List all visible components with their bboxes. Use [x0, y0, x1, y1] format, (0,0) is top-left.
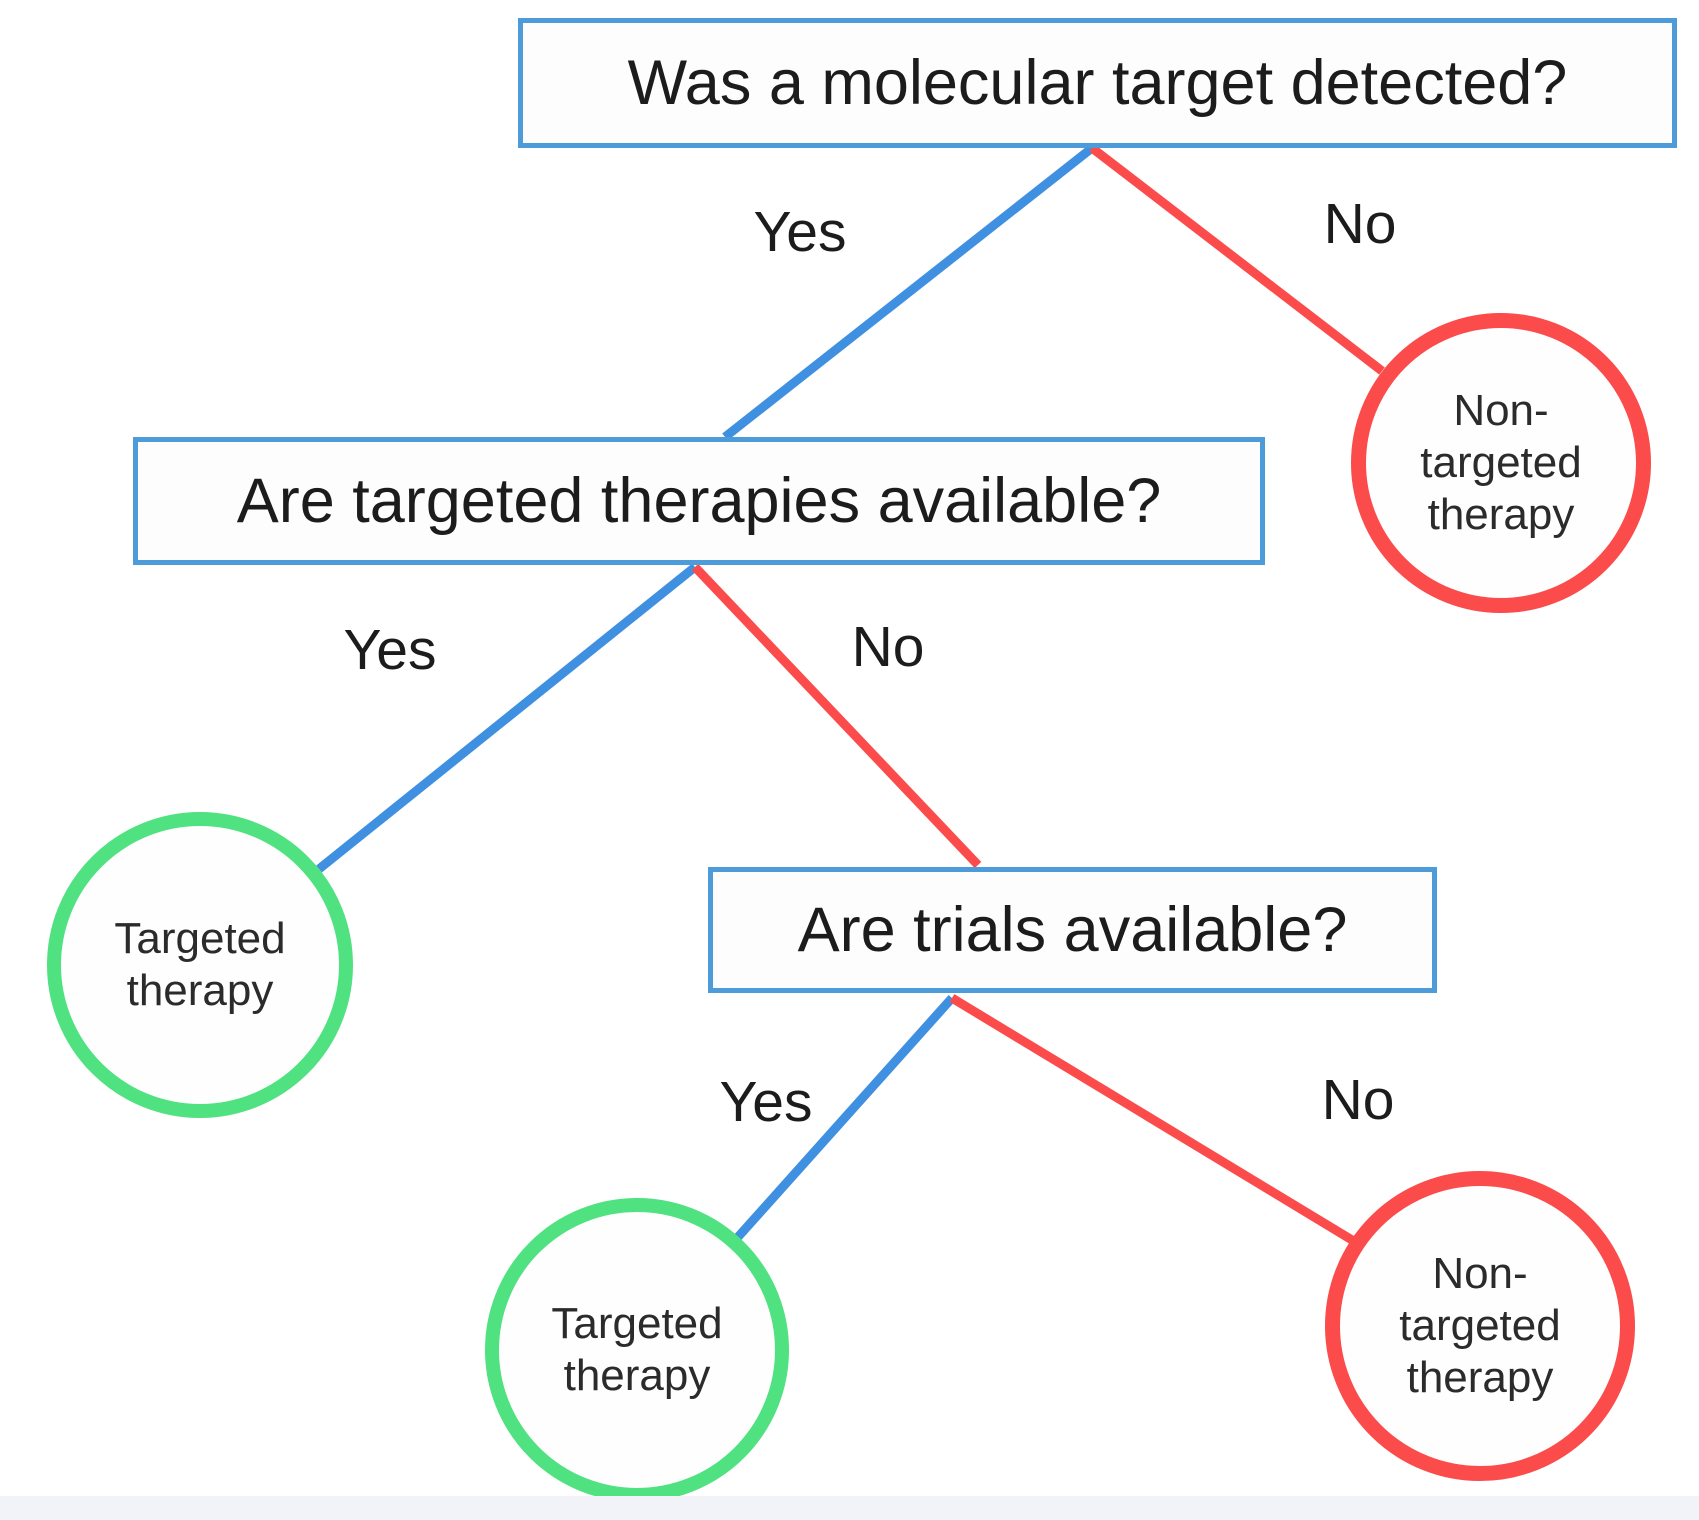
outcome-circle-targeted-therapy: Targeted therapy — [485, 1198, 789, 1502]
edge-label-q3-yes: Yes — [719, 1070, 813, 1134]
question-box-molecular-target: Was a molecular target detected? — [518, 18, 1677, 148]
edge-label-q2-no: No — [851, 615, 925, 679]
outcome-text-line: Targeted — [551, 1299, 723, 1348]
edge-label-q3-no: No — [1321, 1068, 1395, 1132]
outcome-text-line: targeted — [1399, 1301, 1561, 1350]
bottom-page-strip — [0, 1496, 1699, 1520]
question-text: Was a molecular target detected? — [627, 48, 1568, 118]
q2-yes-line — [316, 563, 698, 873]
outcome-text-line: therapy — [563, 1351, 711, 1400]
question-box-targeted-therapies: Are targeted therapies available? — [133, 437, 1265, 565]
outcome-circle-targeted-therapy: Targeted therapy — [47, 812, 353, 1118]
outcome-text-line: targeted — [1420, 438, 1582, 487]
outcome-circle-non-targeted-therapy: Non- targeted therapy — [1325, 1171, 1635, 1481]
outcome-text-line: Non- — [1453, 386, 1549, 435]
question-text: Are targeted therapies available? — [236, 466, 1162, 536]
outcome-text-line: Non- — [1432, 1249, 1528, 1298]
outcome-circle-non-targeted-therapy: Non- targeted therapy — [1351, 313, 1651, 613]
q3-yes-line — [734, 994, 956, 1241]
outcome-text-line: therapy — [1406, 1353, 1554, 1402]
q1-yes-line — [722, 144, 1095, 441]
question-box-trials: Are trials available? — [708, 867, 1437, 993]
outcome-text-line: therapy — [126, 966, 274, 1015]
edge-label-q1-yes: Yes — [753, 200, 847, 264]
edge-label-q1-no: No — [1323, 192, 1397, 256]
q3-no-line — [949, 994, 1355, 1244]
edge-label-q2-yes: Yes — [343, 618, 437, 682]
outcome-text-line: Targeted — [114, 914, 286, 963]
outcome-text-line: therapy — [1427, 490, 1575, 539]
q1-no-line — [1089, 144, 1385, 375]
q2-no-line — [691, 563, 982, 869]
question-text: Are trials available? — [797, 895, 1348, 965]
